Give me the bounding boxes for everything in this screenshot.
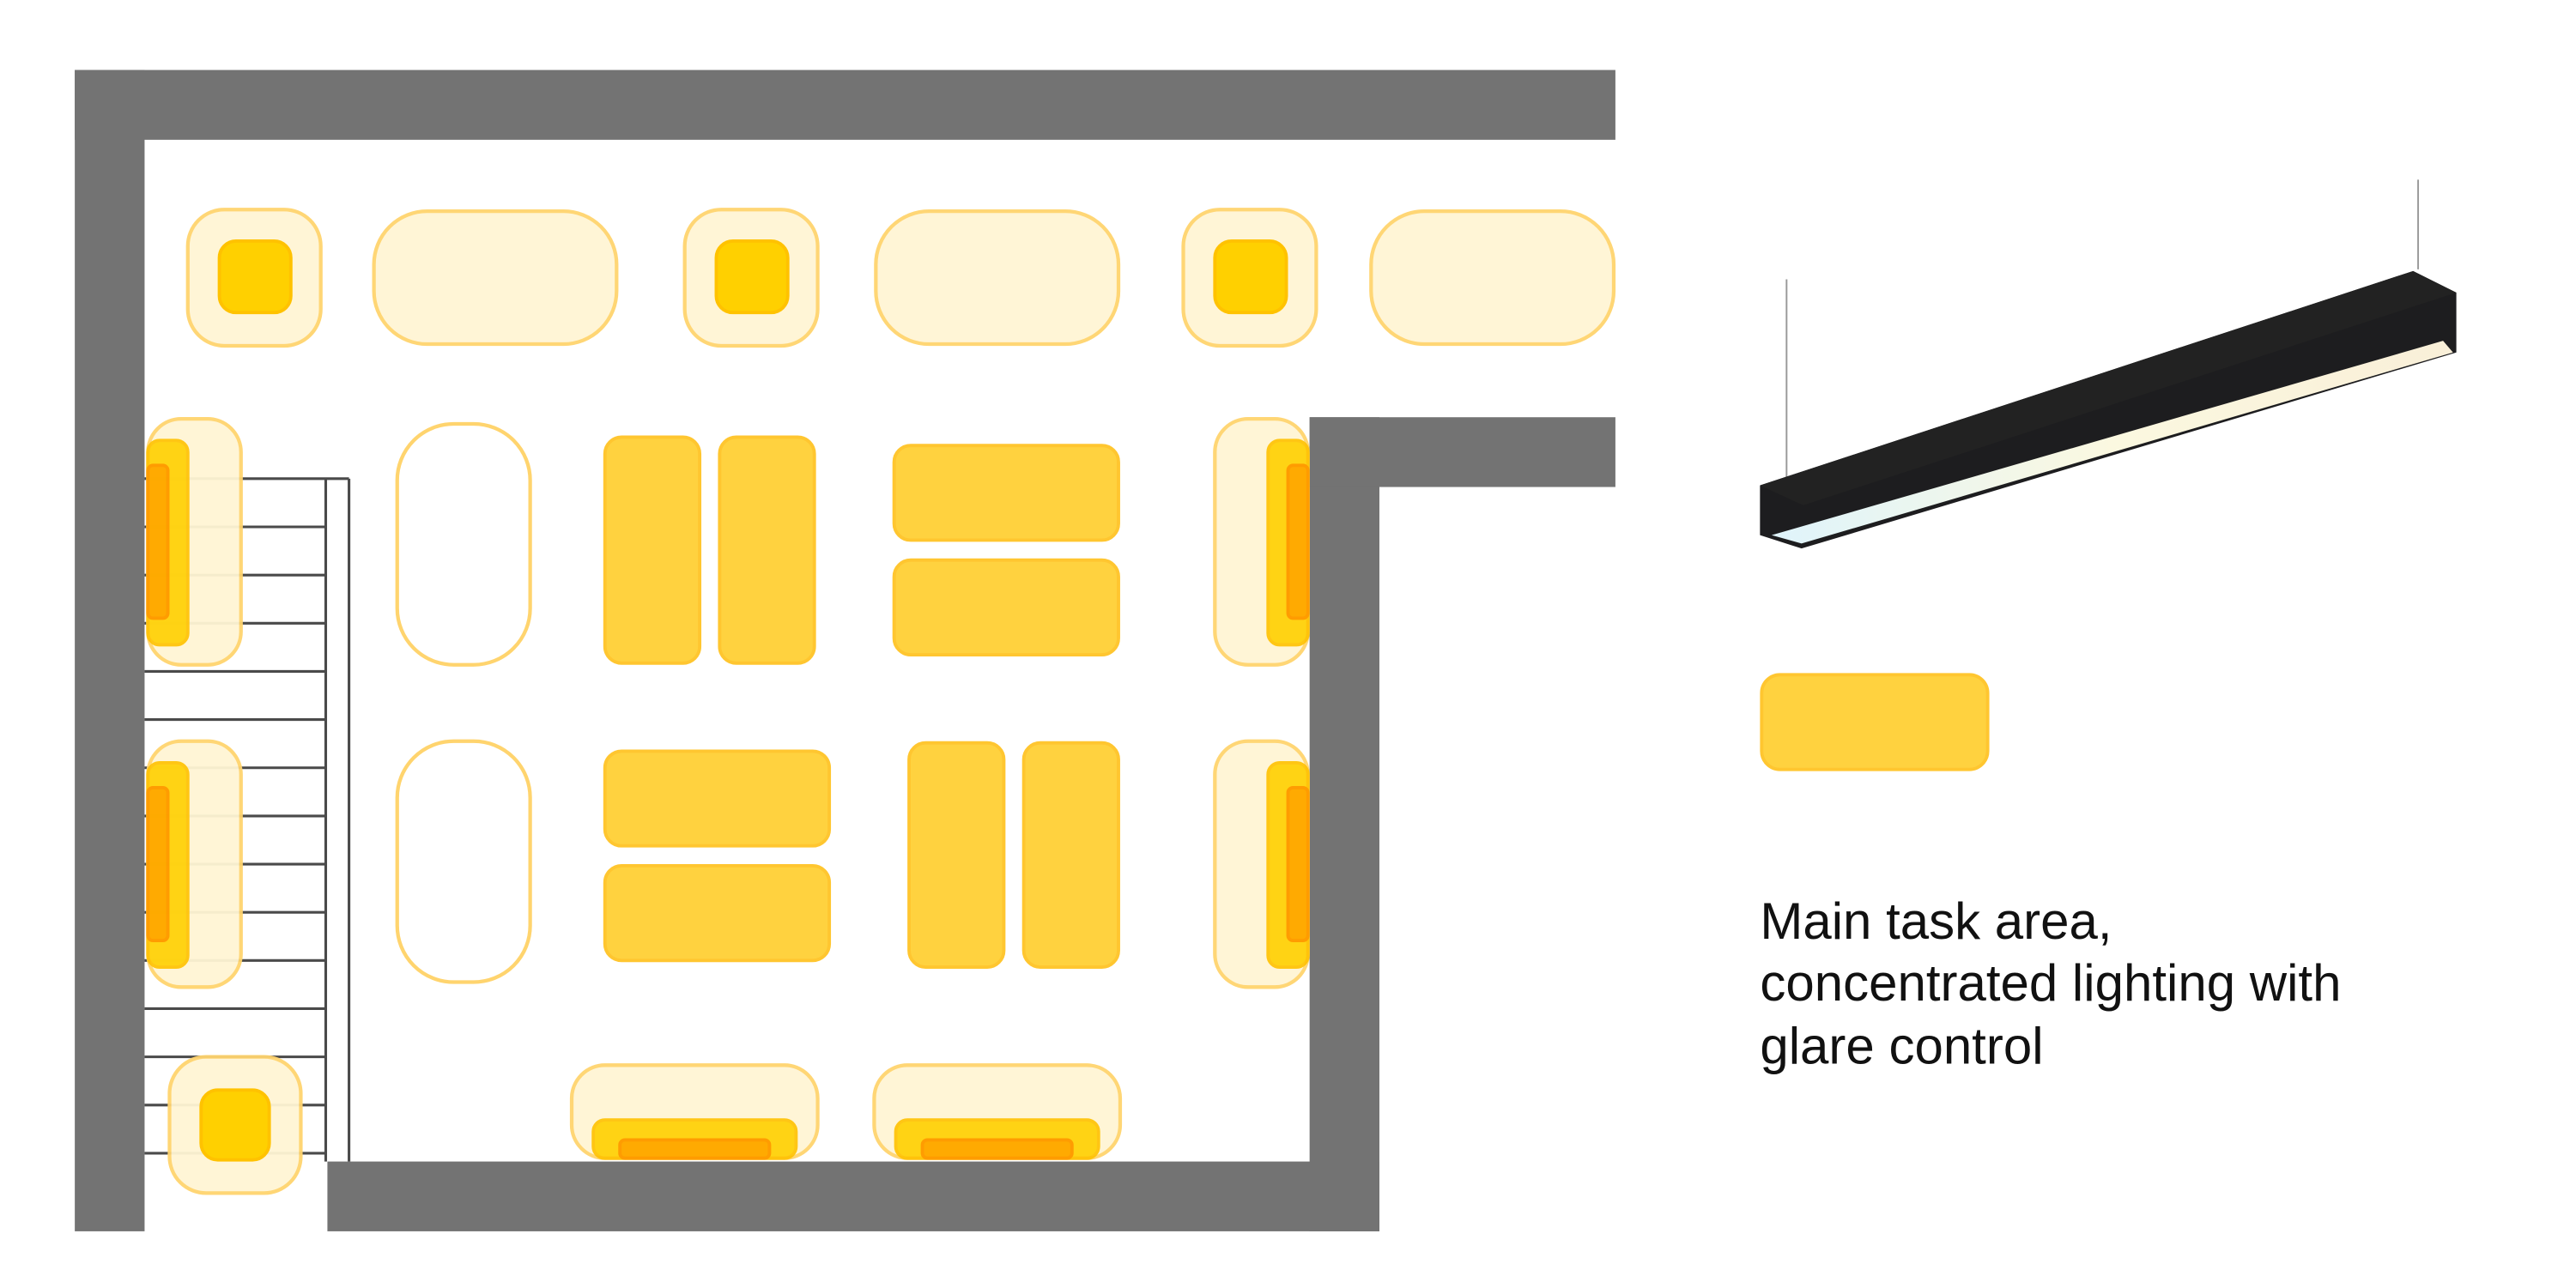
wall-right-inner <box>1309 417 1379 1231</box>
ambient-pill <box>1369 209 1616 347</box>
task-light <box>1021 741 1120 970</box>
accent-light <box>714 239 790 315</box>
walls <box>75 70 1615 1231</box>
ambient-outline <box>395 739 532 984</box>
wall-top <box>75 70 1615 140</box>
legend-caption-line-2: concentrated lighting with <box>1760 954 2341 1012</box>
wallwash-core <box>146 786 170 943</box>
wall-bottom <box>327 1161 1379 1231</box>
task-light <box>907 741 1006 970</box>
ambient-pill <box>372 209 619 347</box>
accent-light <box>217 239 293 315</box>
ambient-pill <box>874 209 1121 347</box>
legend-swatch-task-light <box>1760 673 1990 771</box>
wallwash-core <box>1286 463 1310 620</box>
task-light <box>892 444 1120 542</box>
legend-caption-line-3: glare control <box>1760 1017 2043 1074</box>
task-light <box>603 864 832 963</box>
wallwash-core <box>1286 786 1310 943</box>
task-light <box>718 435 816 665</box>
ambient-outline <box>395 421 532 667</box>
wall-right-stub <box>1309 417 1615 487</box>
wall-left <box>75 70 145 1231</box>
legend-caption-line-1: Main task area, <box>1760 892 2112 950</box>
wall-wash-lights <box>146 417 1310 989</box>
bottom-wall-lights <box>569 1063 1123 1160</box>
task-light <box>603 435 702 665</box>
wallwash-core <box>618 1138 772 1160</box>
top-row-lights <box>185 208 1616 348</box>
accent-light <box>199 1088 271 1162</box>
task-lights <box>603 435 1120 970</box>
wallwash-core <box>920 1138 1074 1160</box>
task-light <box>603 749 832 848</box>
wallwash-core <box>146 463 170 620</box>
accent-light <box>1213 239 1288 315</box>
linear-pendant-light-icon <box>1760 179 2457 549</box>
task-light <box>892 558 1120 657</box>
